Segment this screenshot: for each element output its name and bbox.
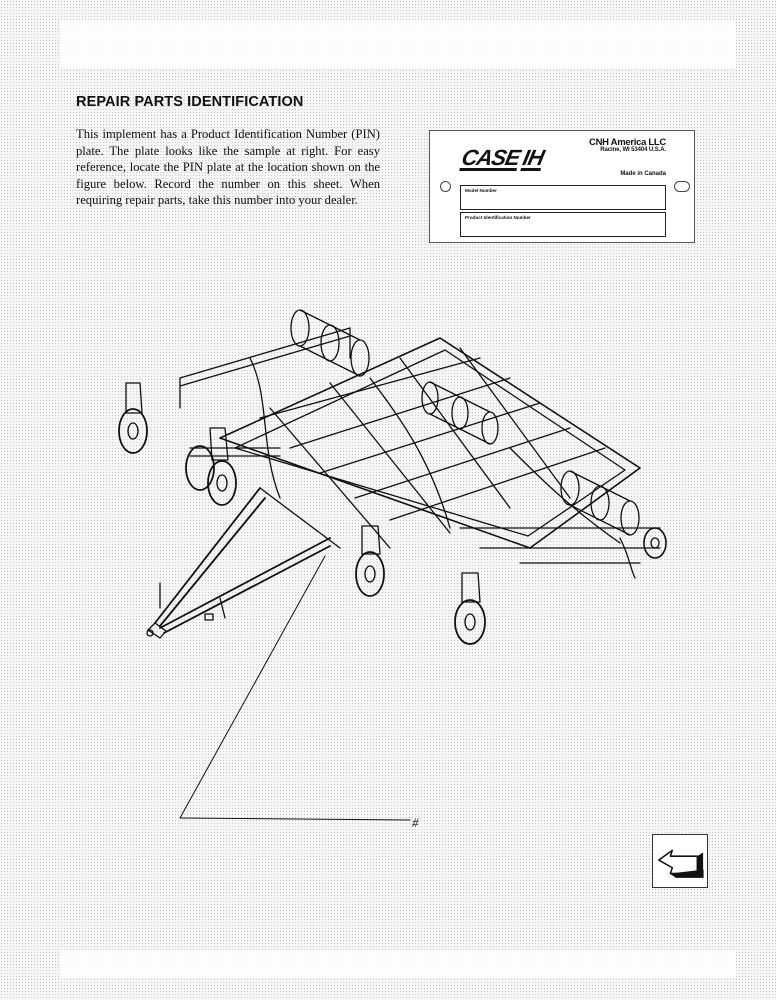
case-ih-logo: CASEIH [459, 145, 546, 170]
gauge-wheels [118, 382, 486, 645]
roller-baskets [290, 309, 667, 559]
hitch-tongue [146, 487, 341, 639]
intro-paragraph: This implement has a Product Identificat… [76, 127, 380, 207]
arrow-back-icon [658, 849, 704, 878]
model-number-label: Model Number [465, 188, 497, 193]
hydraulic-hoses [249, 357, 636, 579]
pin-plate-sample: CASEIH CNH America LLC Racine, WI 53404 … [429, 130, 695, 243]
plate-company: CNH America LLC [589, 137, 666, 148]
pin-callout-symbol: # [412, 815, 419, 830]
page-title: REPAIR PARTS IDENTIFICATION [76, 94, 304, 110]
plate-made-in: Made in Canada [620, 171, 666, 177]
plate-address: Racine, WI 53404 U.S.A. [600, 147, 666, 153]
mount-hole-icon [440, 181, 451, 192]
mount-slot-icon [674, 181, 690, 192]
implement-illustration: # [118, 309, 667, 830]
pin-leader-line [179, 555, 411, 821]
footer-band [60, 950, 736, 978]
model-number-field: Model Number [460, 185, 666, 210]
pin-number-label: Product Identification Number [465, 215, 531, 220]
pin-number-field: Product Identification Number [460, 212, 666, 237]
header-band [60, 20, 736, 68]
back-nav-button[interactable] [652, 834, 708, 888]
